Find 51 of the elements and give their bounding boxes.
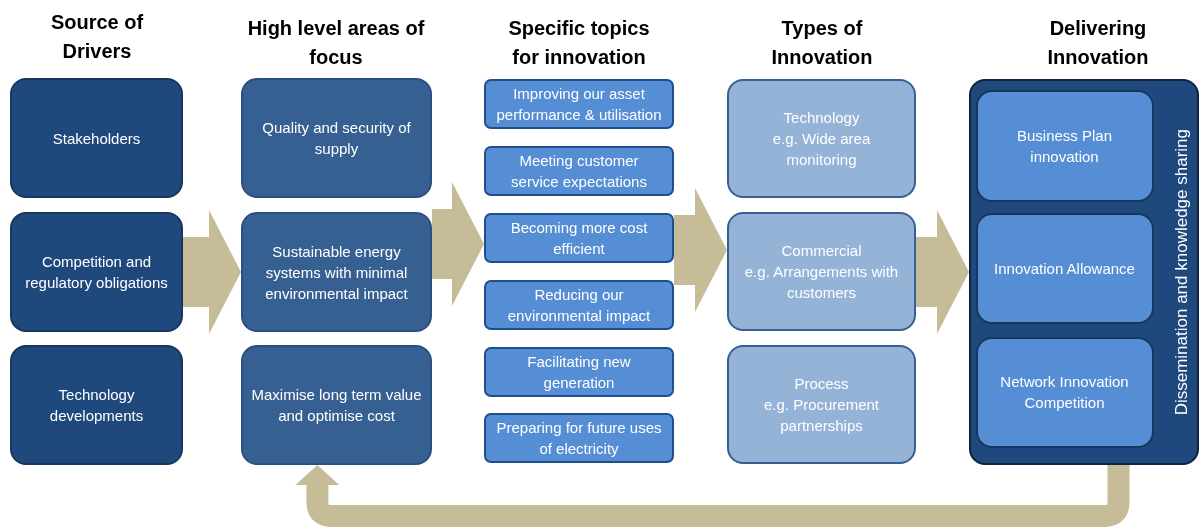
process-box <box>10 78 183 198</box>
box-text: e.g. Wide area monitoring <box>771 129 872 170</box>
box-text: Process <box>794 374 849 394</box>
box-text: Quality and security of supply <box>261 118 412 159</box>
box-text: Competition and regulatory obligations <box>24 252 169 293</box>
box-text: e.g. Arrangements with customers <box>743 262 900 303</box>
process-box <box>975 336 1154 448</box>
column-heading: High level areas of focus <box>246 16 426 70</box>
column-heading: Specific topics for innovation <box>507 16 651 70</box>
process-box <box>10 212 183 332</box>
box-text: Maximise long term value and optimise cost <box>251 385 422 426</box>
process-box <box>975 212 1154 324</box>
box-text: Becoming more cost efficient <box>509 218 649 259</box>
block-arrow <box>295 465 1130 527</box>
process-box <box>484 146 674 196</box>
box-text: Innovation Allowance <box>994 258 1135 279</box>
box-text: Reducing our environmental impact <box>506 285 652 326</box>
process-box <box>975 89 1154 202</box>
process-box <box>727 79 916 198</box>
column-heading: Delivering Innovation <box>1046 16 1150 70</box>
box-text: Commercial <box>781 241 862 261</box>
process-box <box>484 213 674 263</box>
box-text: Network Innovation Competition <box>999 372 1130 413</box>
box-text: Business Plan innovation <box>1015 125 1114 167</box>
process-box <box>241 78 432 198</box>
process-box <box>484 347 674 397</box>
group-panel <box>969 79 1199 465</box>
process-box <box>484 280 674 330</box>
box-text: Facilitating new generation <box>526 352 632 393</box>
process-box <box>241 212 432 332</box>
block-arrow <box>674 188 727 312</box>
box-text: Meeting customer service expectations <box>510 151 648 192</box>
process-box <box>10 345 183 465</box>
box-text: Sustainable energy systems with minimal environmental impact <box>264 241 409 304</box>
block-arrow <box>432 182 484 306</box>
box-text: Stakeholders <box>52 128 141 149</box>
box-text: Technology developments <box>48 385 145 426</box>
box-text: Preparing for future uses of electricity <box>495 418 663 459</box>
column-heading: Types of Innovation <box>770 16 874 70</box>
column-heading: Source of Drivers <box>49 10 145 64</box>
process-box <box>727 345 916 464</box>
panel-title: Dissemination and knowledge sharing <box>1171 128 1192 416</box>
process-box <box>484 79 674 129</box>
box-text: e.g. Procurement partnerships <box>762 395 881 436</box>
process-box <box>241 345 432 465</box>
box-text: Technology <box>783 108 860 128</box>
block-arrow <box>183 210 241 334</box>
process-box <box>727 212 916 331</box>
box-text: Improving our asset performance & utilisation <box>495 84 663 125</box>
process-box <box>484 413 674 463</box>
block-arrow <box>916 210 969 334</box>
